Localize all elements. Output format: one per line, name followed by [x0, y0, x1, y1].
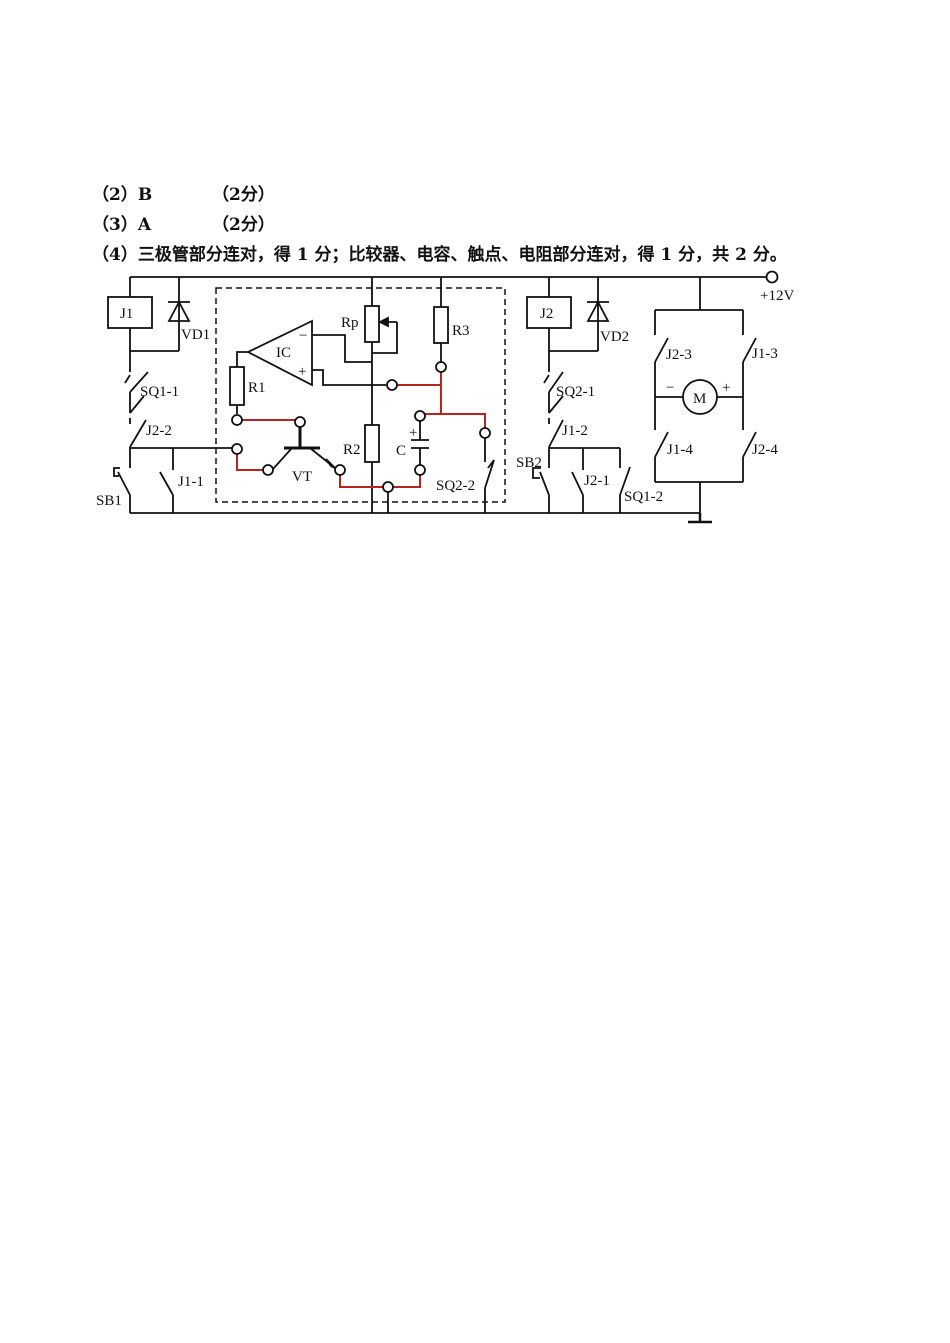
label-j1-1: J1-1 — [178, 474, 204, 490]
answer-2-choice: （2）B — [92, 185, 153, 205]
label-m: M — [693, 391, 706, 407]
label-vt: VT — [292, 469, 312, 485]
circuit-diagram: +12V J1 VD1 SQ1-1 J2-2 SB1 J1-1 — [96, 270, 794, 524]
label-j2: J2 — [540, 306, 553, 322]
label-sq2-1: SQ2-1 — [556, 384, 595, 400]
label-j2-3: J2-3 — [666, 347, 692, 363]
label-ic-plus: + — [298, 364, 306, 380]
transistor-vt — [272, 427, 336, 470]
label-vd2: VD2 — [600, 329, 629, 345]
relay-j2-branch — [526, 277, 631, 513]
label-ic: IC — [276, 345, 291, 361]
answer-2-score: （2分） — [212, 185, 275, 205]
label-c-plus: + — [409, 425, 417, 441]
label-sq2-2: SQ2-2 — [436, 478, 475, 494]
label-vd1: VD1 — [181, 327, 210, 343]
answer-4: （4）三极管部分连对，得 1 分；比较器、电容、触点、电阻部分连对，得 1 分，… — [92, 245, 787, 265]
label-m-minus: − — [666, 380, 674, 396]
power-rails — [130, 270, 779, 524]
comparator-ic — [229, 319, 386, 414]
label-m-plus: + — [722, 380, 730, 396]
label-sq1-1: SQ1-1 — [140, 384, 179, 400]
motor-icon — [682, 379, 718, 415]
answer-3-score: （2分） — [212, 215, 275, 235]
answer-3: （3）A （2分） — [92, 210, 275, 235]
label-j1-4: J1-4 — [667, 442, 693, 458]
answer-wires — [236, 372, 486, 488]
label-ic-minus: − — [299, 328, 307, 344]
label-j2-1: J2-1 — [584, 473, 610, 489]
resistor-r3 — [433, 277, 449, 362]
label-j1-2: J1-2 — [562, 423, 588, 439]
motor-h-bridge — [654, 277, 757, 513]
label-j2-2: J2-2 — [146, 423, 172, 439]
label-sb2: SB2 — [516, 455, 542, 471]
label-r3: R3 — [452, 323, 470, 339]
label-j2-4: J2-4 — [752, 442, 778, 458]
answer-3-choice: （3）A — [92, 215, 152, 235]
answer-2: （2）B （2分） — [92, 180, 275, 205]
label-sb1: SB1 — [96, 493, 122, 509]
potentiometer-rp — [364, 277, 398, 513]
module-box — [215, 287, 506, 503]
switch-sq2-2 — [387, 438, 495, 513]
label-j1-3: J1-3 — [752, 346, 778, 362]
label-r1: R1 — [248, 380, 266, 396]
label-r2: R2 — [343, 442, 361, 458]
terminals — [231, 361, 491, 493]
relay-j1-branch — [107, 277, 232, 513]
label-sq1-2: SQ1-2 — [624, 489, 663, 505]
label-rp: Rp — [341, 315, 359, 331]
supply-label: +12V — [760, 288, 794, 304]
label-j1: J1 — [120, 306, 133, 322]
capacitor-c — [411, 421, 429, 465]
label-c: C — [396, 443, 406, 459]
